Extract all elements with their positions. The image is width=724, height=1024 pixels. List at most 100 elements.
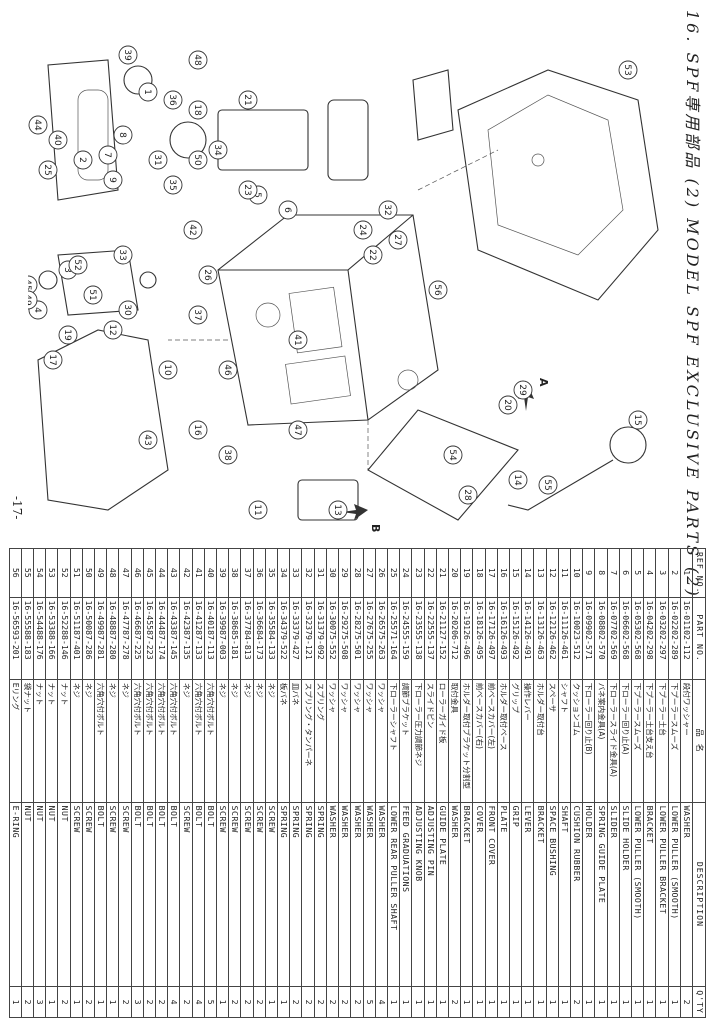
japanese-name-cell: ネジ xyxy=(240,679,254,803)
callout-number: 17 xyxy=(47,354,57,365)
japanese-name-cell: 皿バネ xyxy=(289,679,302,803)
japanese-name-cell: ネジ xyxy=(70,679,83,803)
ref-cell: 9 xyxy=(582,548,595,598)
quantity-cell: 1 xyxy=(216,986,229,1018)
japanese-name-cell: クッションゴム xyxy=(570,679,583,803)
part-number-cell: 16-30075-552 xyxy=(326,597,339,680)
ref-cell: 49 xyxy=(94,548,107,598)
callout-circle xyxy=(248,500,268,520)
description-cell: SCREW xyxy=(265,802,278,987)
description-cell: SLIDER xyxy=(607,802,620,987)
description-cell: NUT xyxy=(33,802,46,987)
ref-cell: 42 xyxy=(179,548,193,598)
ref-cell: 10 xyxy=(570,548,583,598)
callout-27: 27 xyxy=(388,230,408,250)
quantity-cell: 1 xyxy=(472,986,486,1018)
callout-circle xyxy=(103,170,123,190)
callout-layer: 1234567891011121314151617181920212223242… xyxy=(28,45,648,520)
callout-46: 46 xyxy=(218,360,238,380)
description-cell: GUIDE PLATE xyxy=(436,802,449,987)
callout-15: 15 xyxy=(628,410,648,430)
part-number-cell: 16-28275-501 xyxy=(350,597,364,680)
quantity-cell: 2 xyxy=(448,986,461,1018)
callout-number: 46 xyxy=(222,364,232,376)
quantity-cell: 1 xyxy=(546,986,559,1018)
callout-circle xyxy=(353,220,373,240)
part-number-cell: 16-24555-159 xyxy=(399,597,412,680)
ref-cell: 15 xyxy=(509,548,522,598)
part-number-cell: 16-51187-401 xyxy=(70,597,83,680)
description-cell: FRONT COVER xyxy=(485,802,498,987)
part-number-cell: 16-03202-297 xyxy=(655,597,669,680)
callout-circle xyxy=(328,500,348,520)
japanese-name-cell: ホルダー取付台 xyxy=(533,679,547,803)
description-cell: WASHER xyxy=(375,802,388,987)
lever-assembly-drawing xyxy=(297,409,647,521)
callout-28: 28 xyxy=(458,485,478,505)
quantity-cell: 2 xyxy=(82,986,95,1018)
callout-number: 1 xyxy=(142,89,152,95)
description-cell: SCREW xyxy=(118,802,132,987)
description-cell: WASHER xyxy=(350,802,364,987)
japanese-name-cell: ネジ xyxy=(253,679,266,803)
description-cell: SPACE BUSHING xyxy=(546,802,559,987)
part-number-cell: 16-50087-286 xyxy=(82,597,95,680)
japanese-name-cell: 袋ナット xyxy=(21,679,34,803)
quantity-cell: 1 xyxy=(643,986,656,1018)
part-number-cell: 16-49987-281 xyxy=(94,597,107,680)
japanese-name-cell: スプリング xyxy=(314,679,327,803)
ref-cell: 44 xyxy=(155,548,168,598)
japanese-name-cell: 下プーラー土台 xyxy=(655,679,669,803)
ref-cell: 16 xyxy=(497,548,510,598)
callout-20: 20 xyxy=(498,395,518,415)
callout-circle xyxy=(218,360,238,380)
quantity-cell: 2 xyxy=(228,986,241,1018)
callout-circle xyxy=(118,300,138,320)
ref-cell: 29 xyxy=(338,548,351,598)
part-number-cell: 16-46687-225 xyxy=(131,597,144,680)
description-cell: BOLT xyxy=(143,802,156,987)
quantity-cell: 2 xyxy=(338,986,351,1018)
description-cell: BOLT xyxy=(192,802,205,987)
part-number-cell: 16-12126-462 xyxy=(546,597,559,680)
ref-cell: 38 xyxy=(228,548,241,598)
description-cell: BOLT xyxy=(204,802,217,987)
ref-cell: 1 xyxy=(680,548,693,598)
japanese-name-cell: ワッシャ xyxy=(375,679,388,803)
callout-circle xyxy=(198,265,218,285)
japanese-name-cell: ホルダー取付ベース xyxy=(497,679,510,803)
japanese-name-cell: ワッシャ xyxy=(326,679,339,803)
quantity-cell: 1 xyxy=(485,986,498,1018)
callout-circle xyxy=(538,475,558,495)
callout-circle xyxy=(38,160,58,180)
quantity-cell: 1 xyxy=(436,986,449,1018)
ref-cell: 52 xyxy=(57,548,71,598)
callout-circle xyxy=(378,200,398,220)
part-number-cell: 16-18126-495 xyxy=(472,597,486,680)
japanese-name-cell: 前ベースカバー(左) xyxy=(485,679,498,803)
quantity-cell: 2 xyxy=(289,986,302,1018)
quantity-cell: 2 xyxy=(570,986,583,1018)
callout-number: 49 xyxy=(28,294,32,306)
callout-number: 44 xyxy=(32,119,42,131)
callout-number: 6 xyxy=(282,207,292,213)
part-number-cell: 16-38685-181 xyxy=(228,597,241,680)
ref-cell: 36 xyxy=(253,548,266,598)
quantity-cell: 3 xyxy=(33,986,46,1018)
ref-cell: 25 xyxy=(387,548,400,598)
part-number-cell: 16-21127-152 xyxy=(436,597,449,680)
part-number-cell: 16-07702-569 xyxy=(607,597,620,680)
callout-17: 17 xyxy=(43,350,63,370)
callout-circle xyxy=(388,230,408,250)
